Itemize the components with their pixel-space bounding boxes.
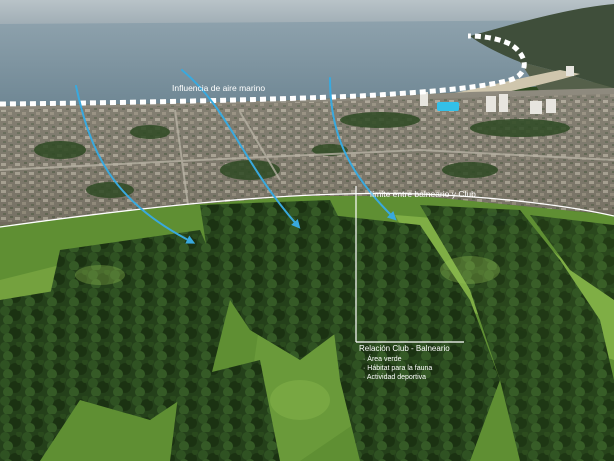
apartment-towers (420, 66, 574, 114)
relation-item: · Actividad deportiva (363, 374, 426, 381)
relation-item: · Área verde (363, 354, 402, 363)
boundary-line (0, 192, 614, 228)
coastal-hills (470, 4, 614, 88)
wind-arrow-icon (329, 77, 397, 221)
forest (0, 200, 614, 461)
marine-influence-line (0, 33, 527, 107)
marine-air-label: Influencia de aire marino (172, 83, 265, 93)
boundary-label: límite entre balneario y Club (370, 189, 476, 199)
relation-title: Relación Club - Balneario (359, 344, 450, 353)
relation-item: · Hábitat para la fauna (363, 365, 432, 372)
wind-arrow-icon (181, 69, 301, 229)
wind-arrow-icon (75, 85, 196, 244)
town-trees (34, 112, 570, 198)
roads (0, 109, 614, 206)
pool (437, 102, 459, 111)
sea (0, 20, 614, 106)
